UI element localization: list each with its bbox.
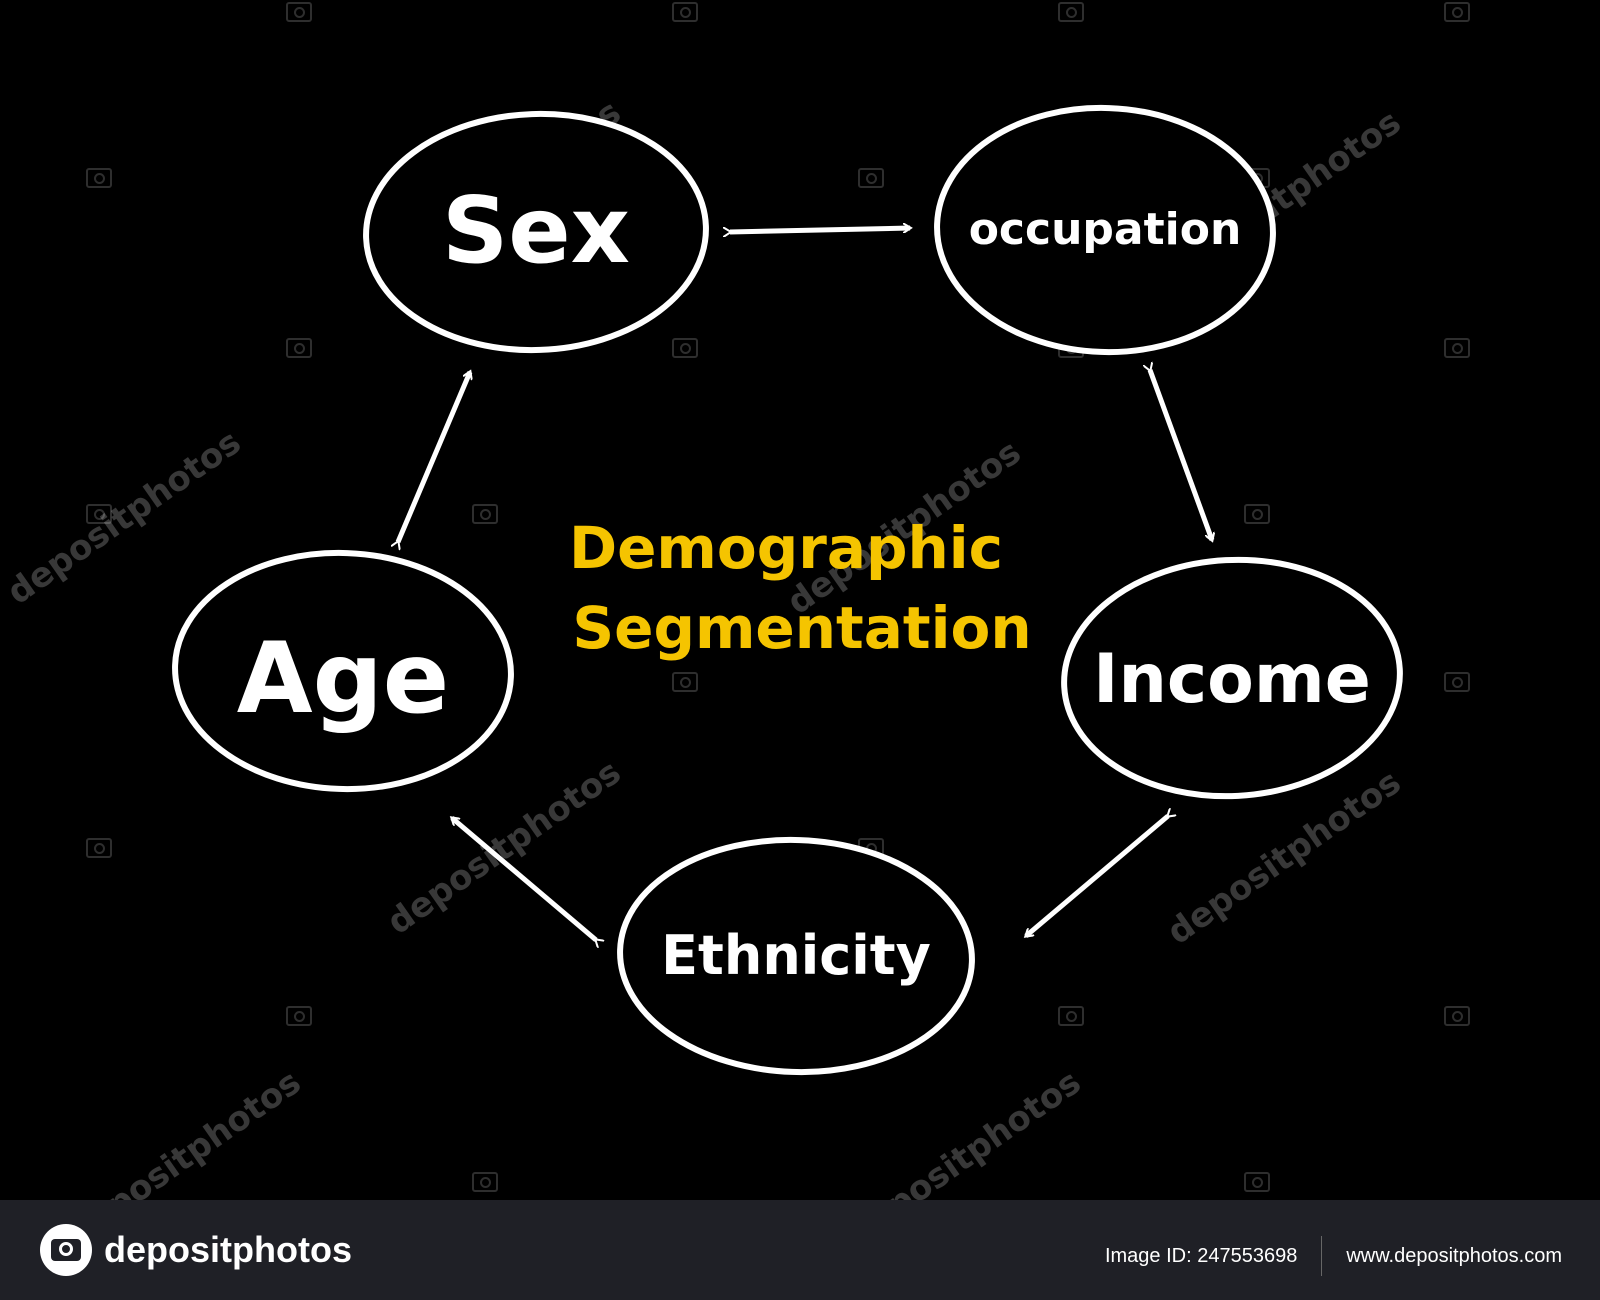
- node-ethnicity-label: Ethnicity: [661, 924, 931, 987]
- arrow-ethnicity-age: [452, 816, 596, 940]
- camera-icon: [672, 338, 698, 358]
- node-sex: Sex: [363, 110, 709, 354]
- node-occupation: occupation: [934, 104, 1276, 356]
- camera-icon: [1444, 1006, 1470, 1026]
- footer-meta: Image ID: 247553698 www.depositphotos.co…: [1105, 1236, 1562, 1276]
- camera-icon: [86, 504, 112, 524]
- arrow-occupation-income: [1150, 370, 1212, 540]
- center-title-line1: Demographic: [569, 514, 1003, 582]
- arrow-sex-occupation: [730, 228, 910, 232]
- node-occupation-label: occupation: [969, 204, 1242, 255]
- node-ethnicity: Ethnicity: [617, 836, 975, 1076]
- camera-icon: [472, 504, 498, 524]
- image-id: Image ID: 247553698: [1104, 1244, 1298, 1267]
- camera-icon: [1444, 338, 1470, 358]
- camera-icon: [1058, 2, 1084, 22]
- diagram-canvas: depositphotos depositphotos depositphoto…: [0, 2, 1470, 1200]
- camera-icon: [1244, 1172, 1270, 1192]
- node-income: Income: [1061, 556, 1403, 800]
- brand-logo[interactable]: depositphotos: [40, 1224, 352, 1276]
- camera-icon: [86, 838, 112, 858]
- node-sex-label: Sex: [442, 177, 630, 284]
- divider: [1321, 1236, 1323, 1276]
- footer-bar: depositphotos Image ID: 247553698 www.de…: [0, 1200, 1600, 1300]
- camera-icon: [672, 2, 698, 22]
- camera-icon: [286, 338, 312, 358]
- camera-icon: [1058, 1006, 1084, 1026]
- camera-icon: [472, 1172, 498, 1192]
- camera-icon: [1444, 672, 1470, 692]
- site-link[interactable]: www.depositphotos.com: [1346, 1244, 1562, 1267]
- node-age-label: Age: [237, 622, 449, 736]
- camera-icon: [1444, 2, 1470, 22]
- brand-name: depositphotos: [104, 1229, 352, 1270]
- camera-icon: [286, 2, 312, 22]
- arrow-income-ethnicity: [1026, 816, 1168, 938]
- center-title-line2: Segmentation: [572, 594, 1031, 662]
- arrow-age-sex: [398, 372, 470, 542]
- camera-icon: [86, 168, 112, 188]
- camera-logo-icon: [40, 1224, 92, 1276]
- camera-icon: [858, 168, 884, 188]
- camera-icon: [286, 1006, 312, 1026]
- camera-icon: [672, 672, 698, 692]
- mind-map: Sex occupation Income Ethnicity Age Demo…: [172, 104, 1403, 1076]
- node-age: Age: [172, 549, 514, 793]
- node-income-label: Income: [1093, 640, 1371, 719]
- camera-icon: [1244, 504, 1270, 524]
